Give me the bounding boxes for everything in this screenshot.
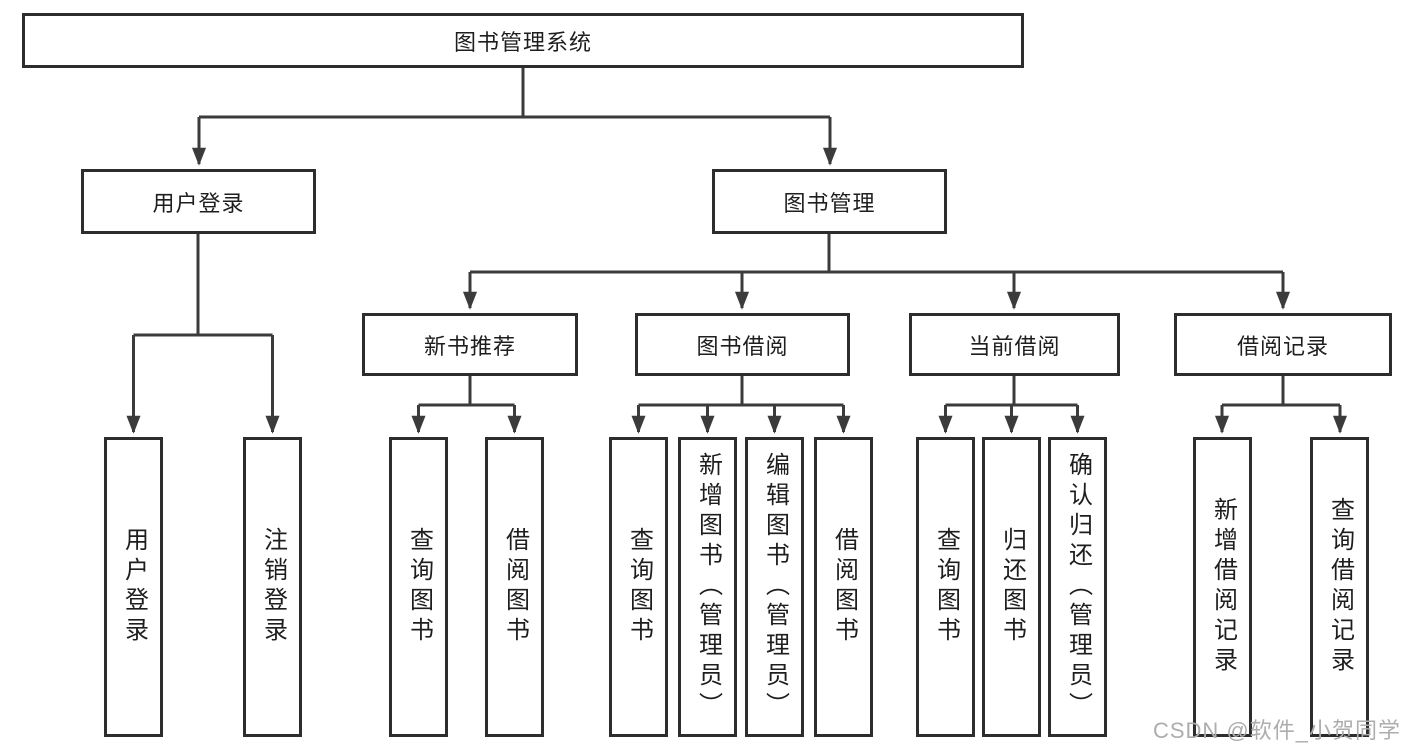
leaf-bb-borrow-book-label: 借阅图书 bbox=[830, 527, 858, 647]
leaf-cb-query-book-label: 查询图书 bbox=[932, 527, 960, 647]
group-box-book-borrow: 图书借阅 bbox=[635, 313, 850, 376]
leaf-box-nbr-borrow-book: 借阅图书 bbox=[485, 437, 544, 737]
group-box-current-borrow: 当前借阅 bbox=[909, 313, 1120, 376]
group-current-borrow-label: 当前借阅 bbox=[968, 333, 1061, 359]
leaf-box-nbr-query-book: 查询图书 bbox=[389, 437, 448, 737]
leaf-box-user-login: 用户登录 bbox=[104, 437, 163, 737]
group-box-borrow-records: 借阅记录 bbox=[1174, 313, 1392, 376]
branch-box-user-login: 用户登录 bbox=[81, 169, 316, 234]
leaf-br-add-record-label: 新增借阅记录 bbox=[1209, 497, 1237, 677]
leaf-bb-add-book-admin-label: 新增图书（管理员） bbox=[694, 452, 722, 722]
leaf-logout-label: 注销登录 bbox=[259, 527, 287, 647]
leaf-box-bb-query-book: 查询图书 bbox=[609, 437, 668, 737]
leaf-nbr-borrow-book-label: 借阅图书 bbox=[501, 527, 529, 647]
group-book-borrow-label: 图书借阅 bbox=[696, 333, 789, 359]
leaf-bb-edit-book-admin-label: 编辑图书（管理员） bbox=[761, 452, 789, 722]
branch-user-login-label: 用户登录 bbox=[152, 190, 245, 216]
leaf-box-cb-return-book: 归还图书 bbox=[982, 437, 1041, 737]
leaf-box-bb-borrow-book: 借阅图书 bbox=[814, 437, 873, 737]
leaf-box-br-query-record: 查询借阅记录 bbox=[1310, 437, 1369, 737]
leaf-box-br-add-record: 新增借阅记录 bbox=[1193, 437, 1252, 737]
leaf-bb-query-book-label: 查询图书 bbox=[625, 527, 653, 647]
leaf-nbr-query-book-label: 查询图书 bbox=[405, 527, 433, 647]
csdn-watermark: CSDN @软件_小贺同学 bbox=[1152, 718, 1401, 743]
leaf-cb-return-book-label: 归还图书 bbox=[998, 527, 1026, 647]
root-box-library-management-system: 图书管理系统 bbox=[22, 13, 1024, 68]
leaf-box-logout: 注销登录 bbox=[243, 437, 302, 737]
leaf-box-cb-query-book: 查询图书 bbox=[916, 437, 975, 737]
leaf-box-cb-confirm-return-admin: 确认归还（管理员） bbox=[1048, 437, 1107, 737]
group-box-new-book-recommend: 新书推荐 bbox=[362, 313, 578, 376]
leaf-box-bb-edit-book-admin: 编辑图书（管理员） bbox=[745, 437, 804, 737]
branch-book-management-label: 图书管理 bbox=[783, 190, 876, 216]
branch-box-book-management: 图书管理 bbox=[712, 169, 947, 234]
group-new-book-recommend-label: 新书推荐 bbox=[423, 333, 516, 359]
root-label: 图书管理系统 bbox=[453, 29, 592, 55]
leaf-br-query-record-label: 查询借阅记录 bbox=[1326, 497, 1354, 677]
leaf-box-bb-add-book-admin: 新增图书（管理员） bbox=[678, 437, 737, 737]
group-borrow-records-label: 借阅记录 bbox=[1236, 333, 1329, 359]
leaf-user-login-label: 用户登录 bbox=[120, 527, 148, 647]
leaf-cb-confirm-return-admin-label: 确认归还（管理员） bbox=[1064, 452, 1092, 722]
